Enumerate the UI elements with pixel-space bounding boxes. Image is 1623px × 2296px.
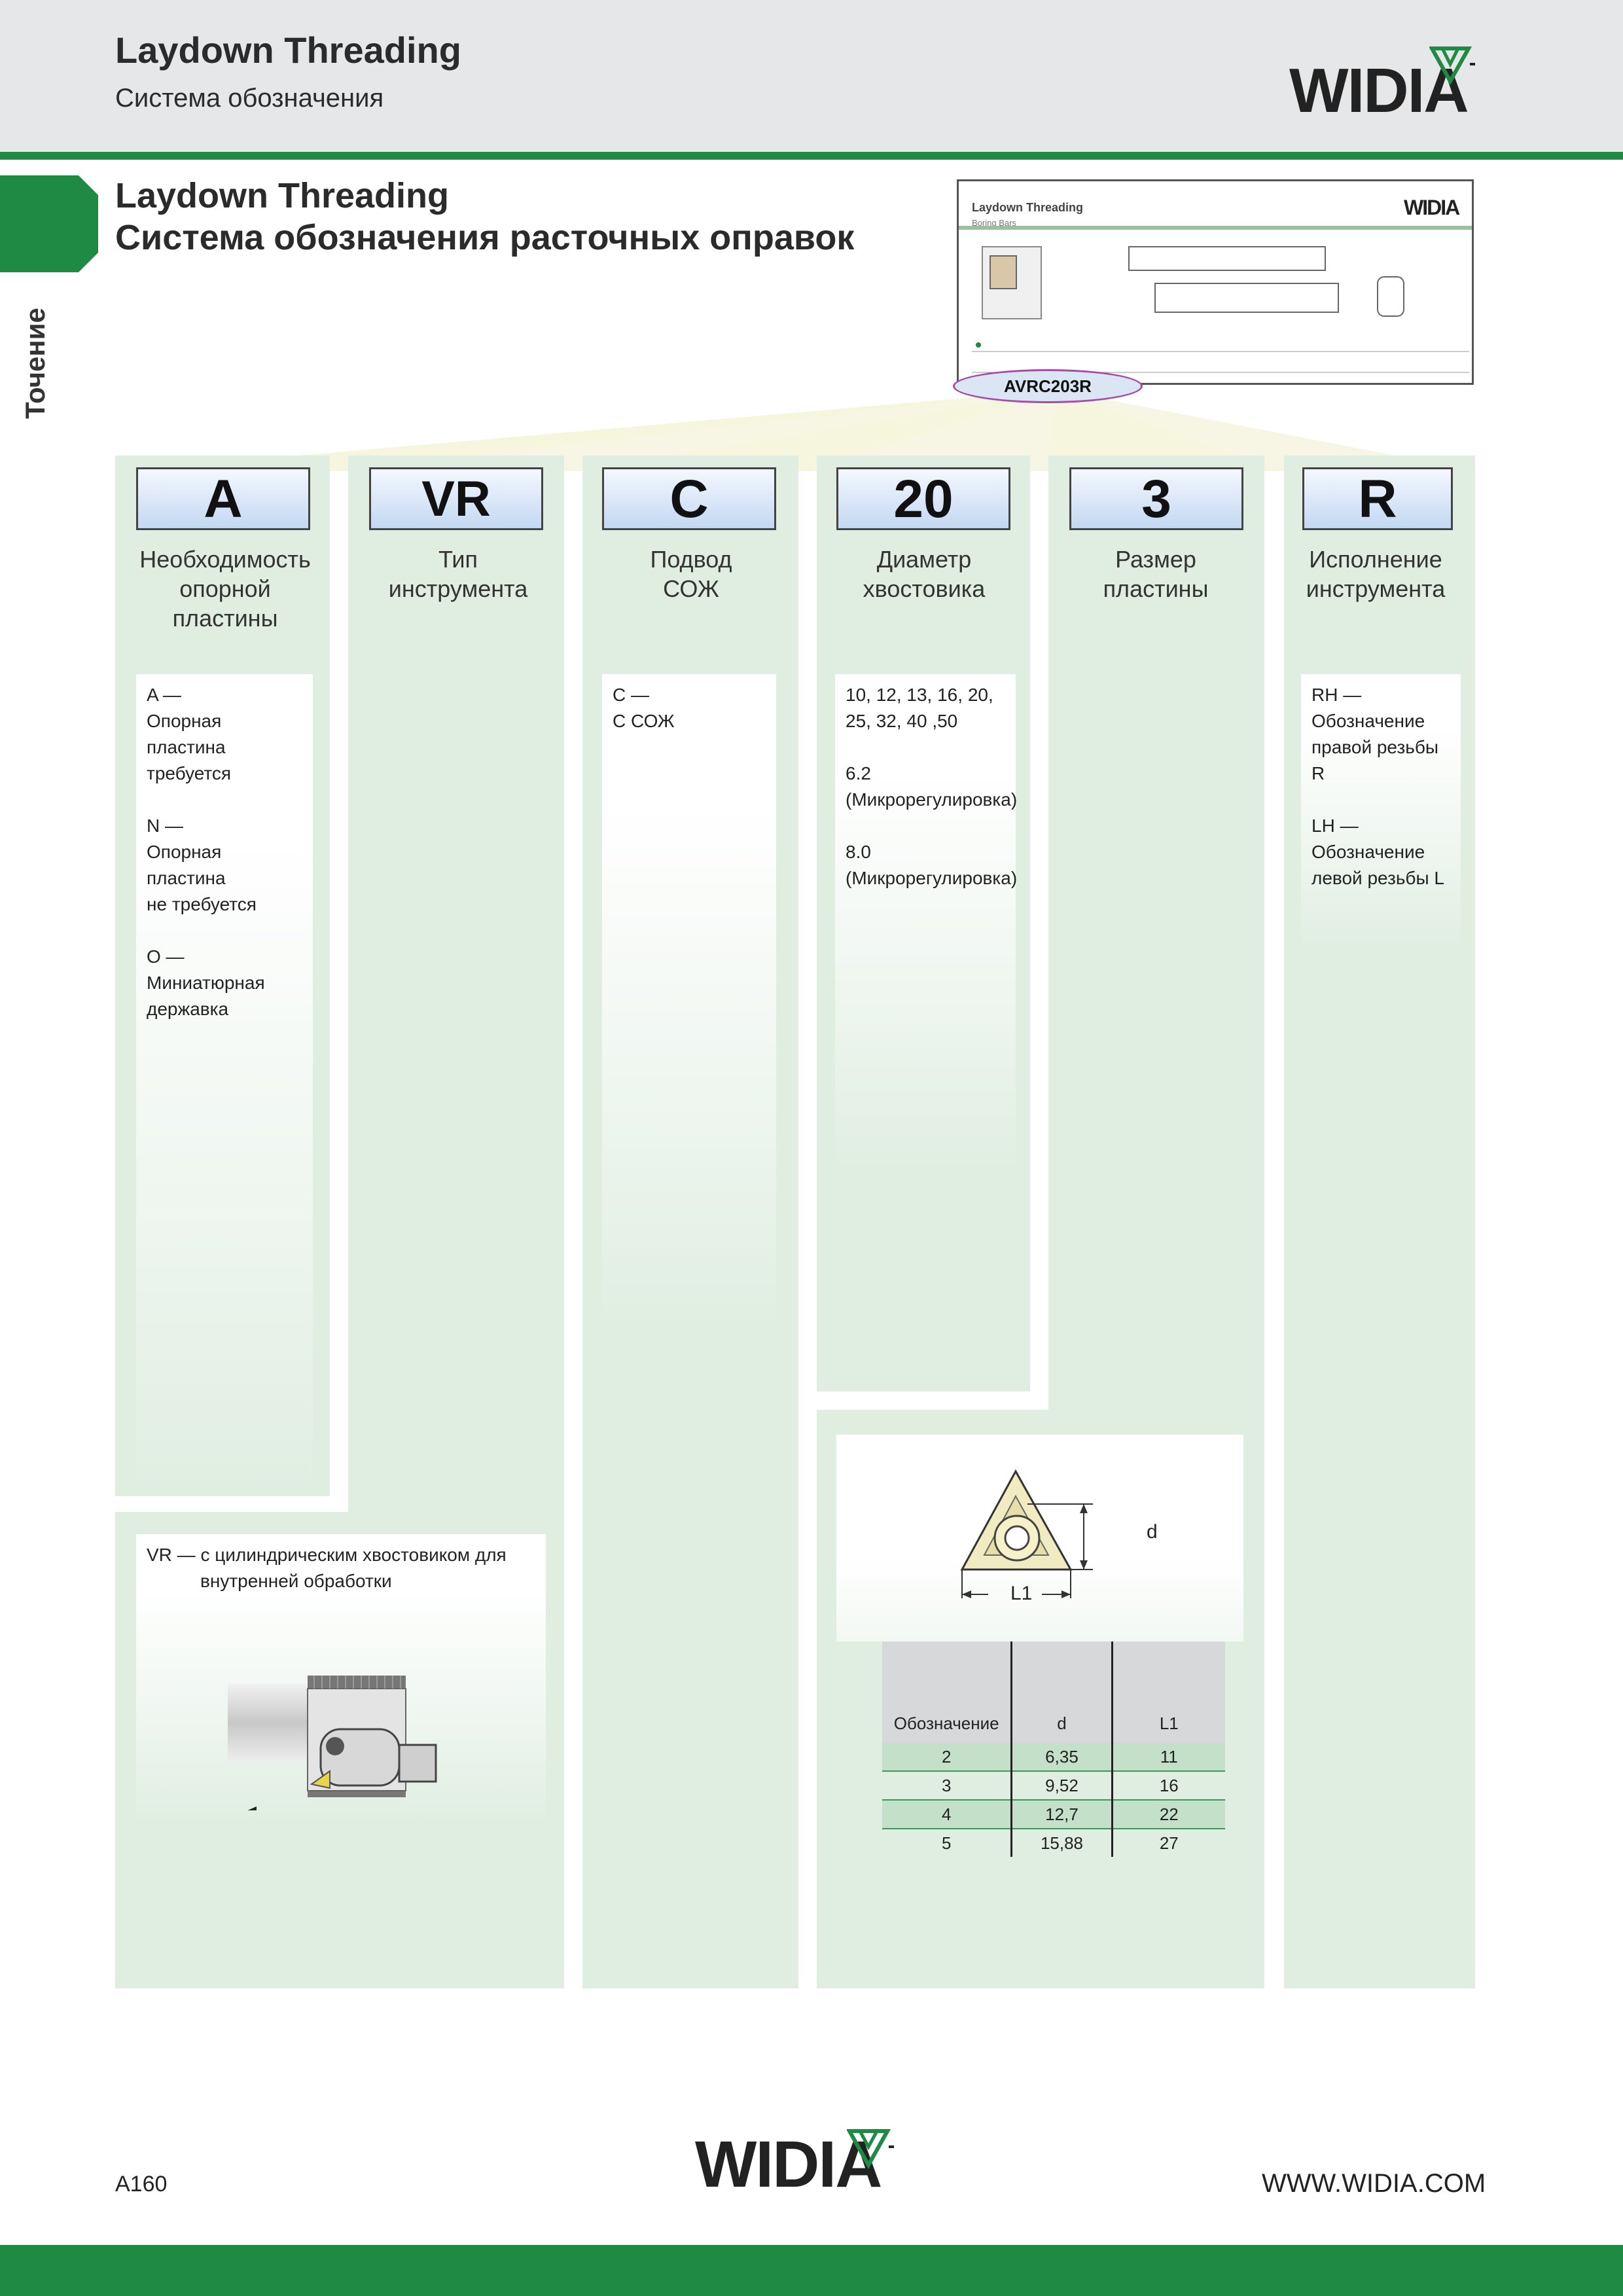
header-subtitle: Система обозначения: [115, 84, 384, 113]
table-cell: 22: [1111, 1800, 1225, 1829]
table-row: 4 12,7 22: [882, 1800, 1225, 1829]
label-insert-size: Размер пластины: [1103, 546, 1209, 602]
table-cell: 9,52: [1010, 1771, 1113, 1800]
boring-bar-illustration: [228, 1676, 437, 1810]
page-subtitle: Система обозначения расточных оправок: [115, 218, 855, 257]
table-cell: 15,88: [1010, 1829, 1113, 1857]
note-coolant: C — С СОЖ: [602, 674, 776, 1329]
table-cell: 6,35: [1010, 1743, 1113, 1771]
note-o-miniature: O — Миниатюрная державка: [147, 946, 265, 1019]
catalog-thumbnail: Laydown Threading Boring Bars WIDIA: [957, 179, 1474, 385]
label-tool-type: Тип инструмента: [388, 546, 528, 602]
code-box-vr: VR: [369, 467, 543, 530]
thumbnail-subtitle: Boring Bars: [972, 218, 1016, 228]
thumbnail-logo: WIDIA: [1404, 196, 1460, 219]
header-title: Laydown Threading: [115, 29, 461, 71]
note-vr-line1: VR — с цилиндрическим хвостовиком для: [147, 1545, 507, 1565]
note-shank-diameter: 10, 12, 13, 16, 20, 25, 32, 40 ,50 6.2 (…: [835, 674, 1018, 1172]
table-header-l1: L1: [1111, 1641, 1225, 1743]
note-vr-line2: внутренней обработки: [200, 1571, 392, 1591]
triangle-insert-diagram: [960, 1469, 1093, 1598]
note-rh: RH — Обозначение правой резьбы R: [1311, 685, 1438, 783]
code-box-diameter: 20: [836, 467, 1010, 530]
table-row: 3 9,52 16: [882, 1771, 1225, 1800]
thumbnail-divider: [959, 226, 1472, 230]
table-header-designation: Обозначение: [882, 1641, 1012, 1743]
note-diameter-8-0: 8.0 (Микрорегулировка): [846, 842, 1018, 888]
note-diameter-6-2: 6.2 (Микрорегулировка): [846, 763, 1018, 810]
table-cell: 16: [1111, 1771, 1225, 1800]
table-cell: 4: [882, 1800, 1012, 1829]
footer-widia-logo: WIDIA: [695, 2128, 882, 2201]
thumbnail-title: Laydown Threading: [972, 201, 1084, 214]
header-divider: [0, 152, 1623, 160]
page-header: [0, 0, 1623, 152]
table-cell: 27: [1111, 1829, 1225, 1857]
table-cell: 2: [882, 1743, 1012, 1771]
note-diameter-list: 10, 12, 13, 16, 20, 25, 32, 40 ,50: [846, 685, 993, 731]
code-box-c: C: [602, 467, 776, 530]
code-box-a: A: [136, 467, 310, 530]
table-row: 5 15,88 27: [882, 1829, 1225, 1857]
note-tool-hand: RH — Обозначение правой резьбы R LH — Об…: [1301, 674, 1461, 949]
table-header-d: d: [1010, 1641, 1113, 1743]
note-a-required: A — Опорная пластина требуется: [147, 685, 232, 783]
label-shank-diameter: Диаметр хвостовика: [863, 546, 986, 602]
note-support-plate: A — Опорная пластина требуется N — Опорн…: [136, 674, 313, 1492]
page-number: A160: [115, 2172, 168, 2197]
table-header-row: Обозначение d L1: [882, 1641, 1225, 1743]
note-n-not-required: N — Опорная пластина не требуется: [147, 816, 257, 914]
note-lh: LH — Обозначение левой резьбы L: [1311, 816, 1444, 888]
table-cell: 12,7: [1010, 1800, 1113, 1829]
footer-widia-triangle-icon: [847, 2129, 894, 2170]
label-support-plate: Необходимость опорной пластины: [139, 546, 311, 632]
footer-bar: [0, 2245, 1623, 2296]
widia-triangle-icon: [1429, 46, 1475, 86]
label-coolant: Подвод СОЖ: [650, 546, 732, 602]
side-section-tab: [0, 175, 98, 272]
note-c-coolant: C — С СОЖ: [613, 685, 675, 731]
table-cell: 5: [941, 1833, 952, 1853]
column-size-panel: [1048, 456, 1264, 1418]
thumbnail-drawing: [972, 246, 1469, 373]
page-title: Laydown Threading: [115, 176, 450, 215]
table-cell: 3: [941, 1775, 952, 1795]
footer-website-link[interactable]: WWW.WIDIA.COM: [1262, 2169, 1486, 2198]
designation-code-oval: AVRC203R: [953, 369, 1143, 403]
code-fan-connector: [115, 390, 1476, 471]
insert-size-table: Обозначение d L1 2 6,35 11 3 9,52 16 4 1…: [882, 1641, 1225, 1857]
widia-logo: WIDIA: [1289, 56, 1469, 126]
column-vr-panel: [348, 456, 564, 1529]
label-tool-hand: Исполнение инструмента: [1306, 546, 1446, 602]
code-box-hand: R: [1302, 467, 1453, 530]
code-box-size: 3: [1069, 467, 1243, 530]
table-cell: 11: [1111, 1743, 1225, 1771]
side-tab-label: Точение: [20, 308, 50, 419]
table-row: 2 6,35 11: [882, 1743, 1225, 1771]
insert-d-label: d: [1147, 1521, 1158, 1543]
insert-l1-label: L1: [1010, 1583, 1033, 1604]
